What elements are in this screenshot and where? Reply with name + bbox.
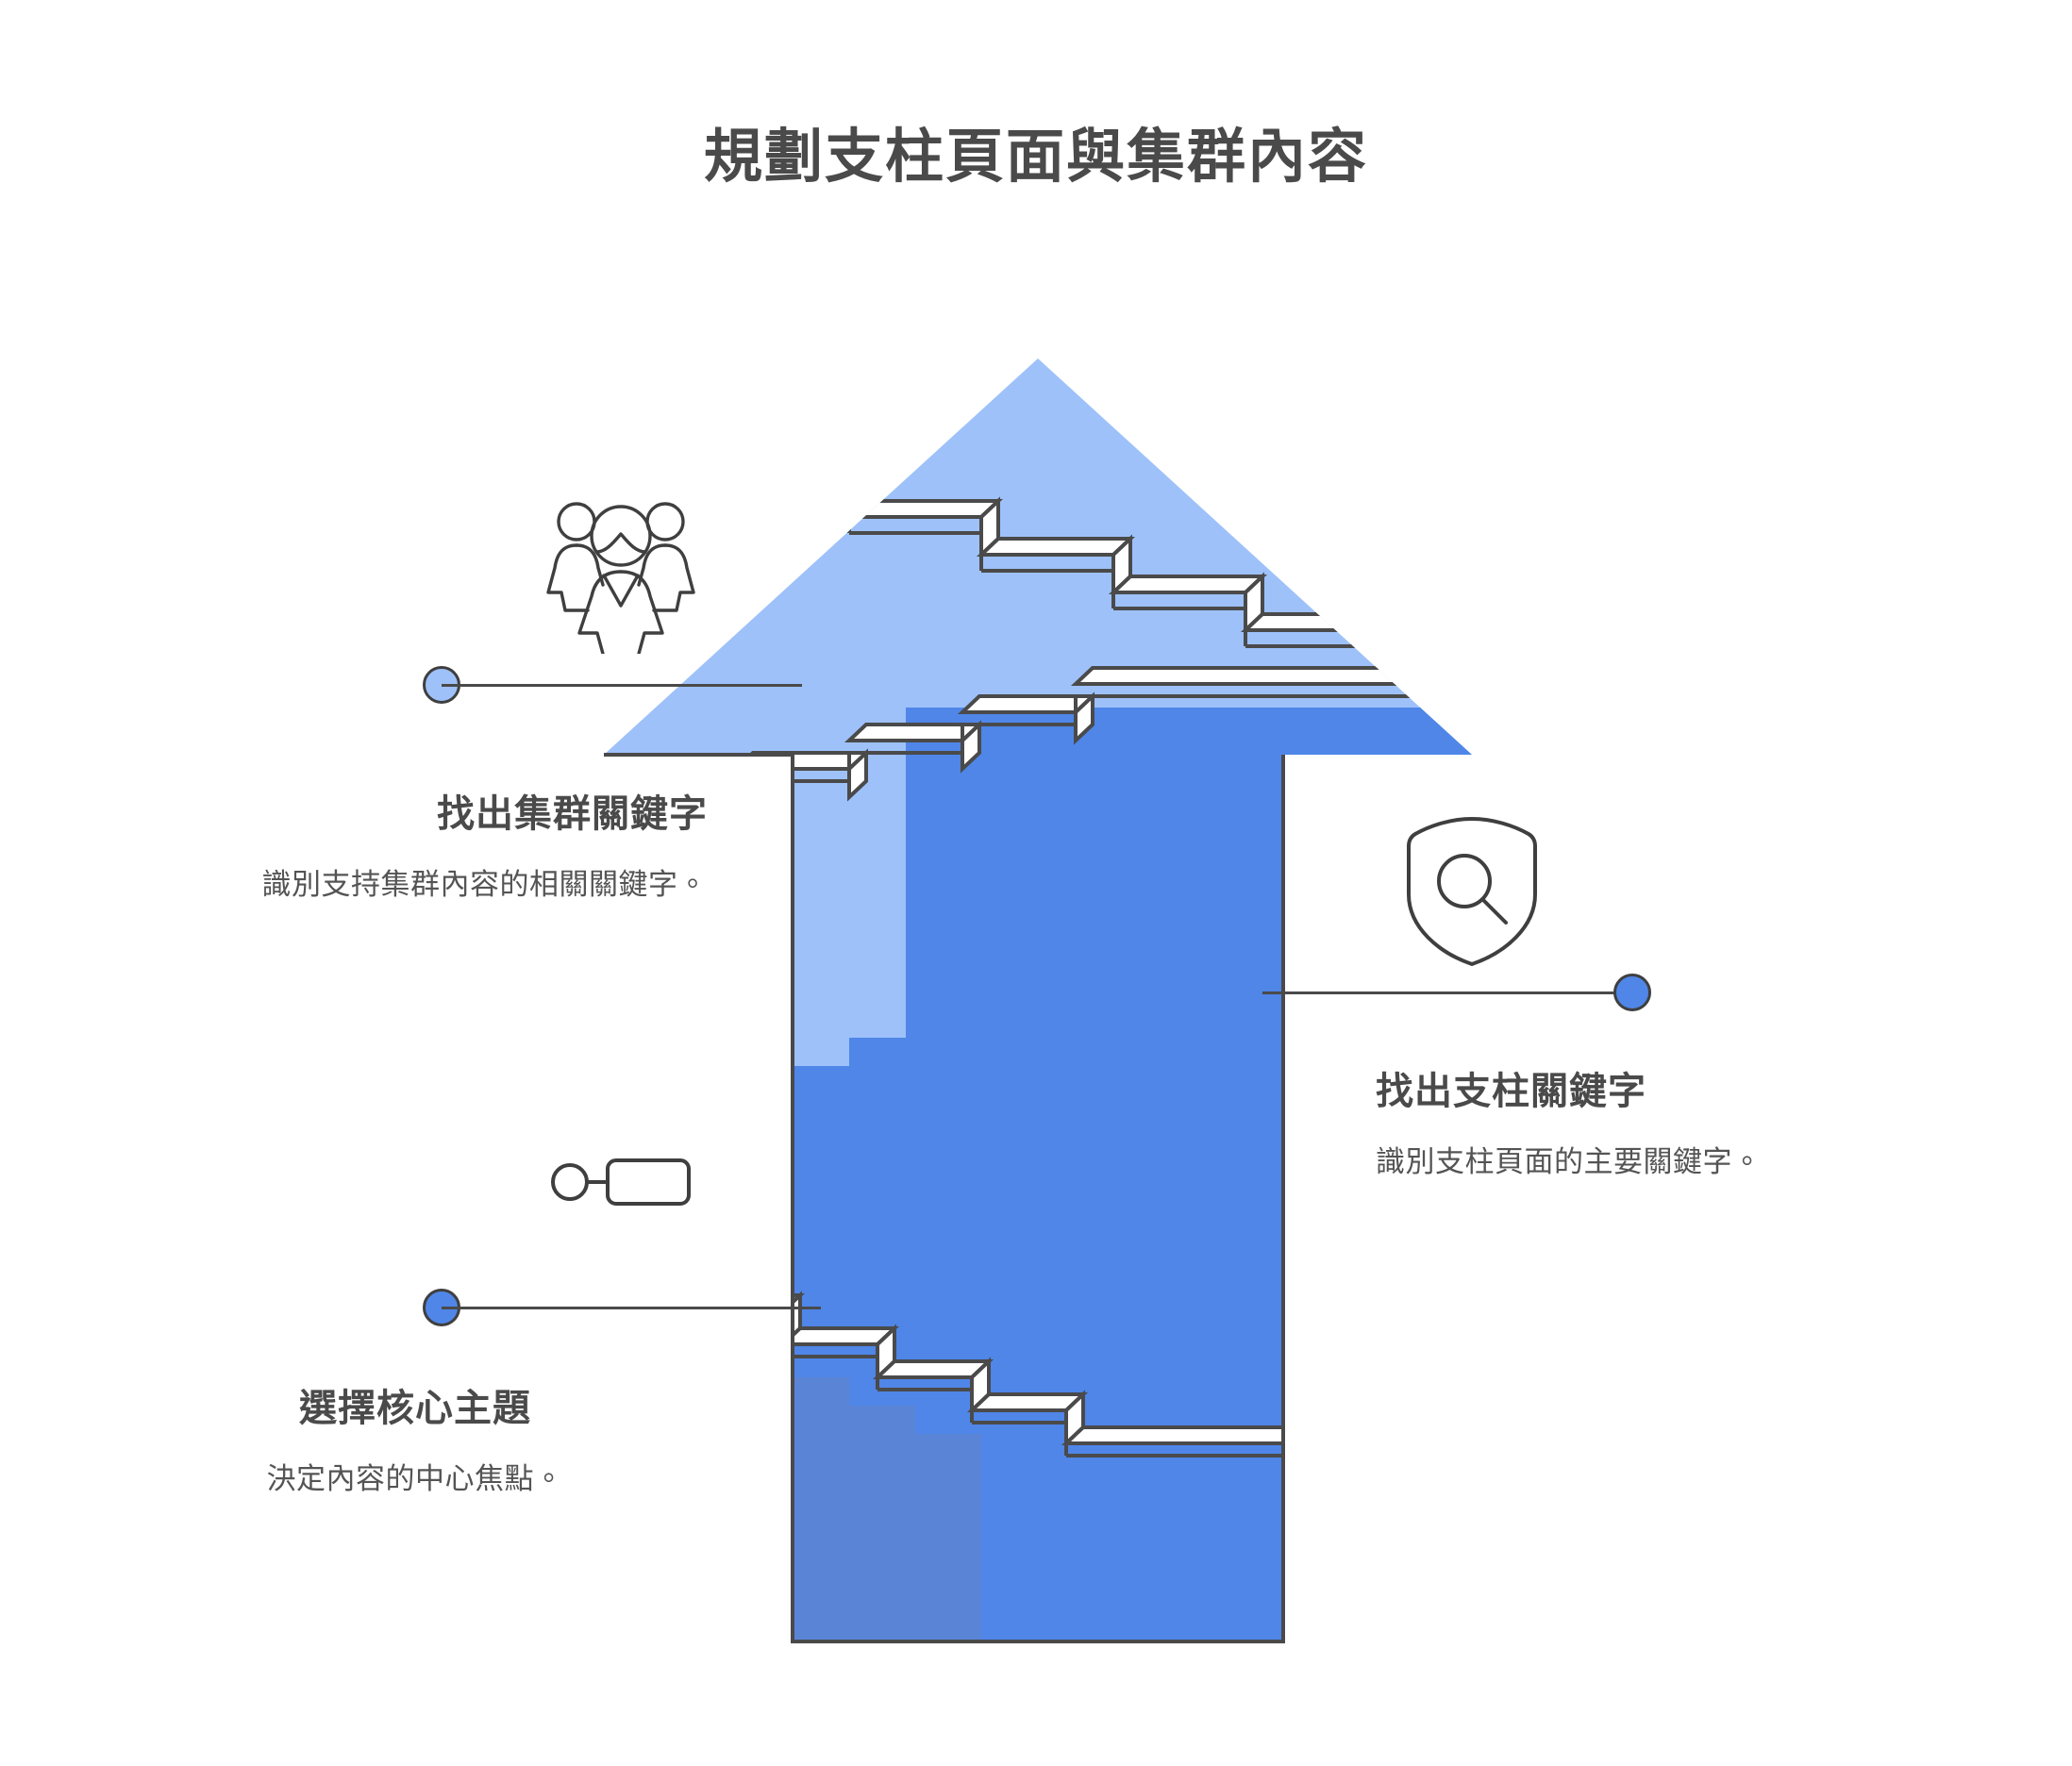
step-heading-pillar: 找出支柱關鍵字 bbox=[1376, 1071, 1646, 1112]
step-description-cluster: 識別支持集群內容的相關關鍵字。 bbox=[261, 868, 708, 901]
connector-line-core bbox=[442, 1307, 821, 1309]
staircase-arrow-graphic bbox=[604, 358, 1472, 1643]
tag-node-icon bbox=[551, 1158, 691, 1206]
band-medium-blue bbox=[604, 708, 1472, 1641]
step-heading-core: 選擇核心主題 bbox=[299, 1388, 531, 1429]
step-description-core: 決定內容的中心焦點。 bbox=[266, 1462, 564, 1495]
connector-line-pillar bbox=[1262, 991, 1632, 994]
step-block-cluster: 找出集群關鍵字 識別支持集群內容的相關關鍵字。 bbox=[94, 791, 708, 908]
step-block-pillar: 找出支柱關鍵字 識別支柱頁面的主要關鍵字。 bbox=[1376, 1068, 1913, 1185]
connector-line-cluster bbox=[442, 684, 802, 687]
connector-pillar bbox=[1262, 974, 1651, 1011]
step-heading-cluster: 找出集群關鍵字 bbox=[437, 793, 708, 835]
connector-core bbox=[423, 1289, 821, 1326]
connector-dot-pillar[interactable] bbox=[1613, 974, 1651, 1011]
step-description-pillar: 識別支柱頁面的主要關鍵字。 bbox=[1376, 1145, 1763, 1178]
arrow-outline bbox=[604, 753, 1285, 1643]
step-block-core: 選擇核心主題 決定內容的中心焦點。 bbox=[123, 1385, 708, 1502]
shield-search-icon bbox=[1407, 817, 1537, 966]
people-group-icon bbox=[546, 502, 695, 654]
connector-cluster bbox=[423, 666, 802, 704]
page-title: 規劃支柱頁面與集群內容 bbox=[703, 125, 1368, 190]
